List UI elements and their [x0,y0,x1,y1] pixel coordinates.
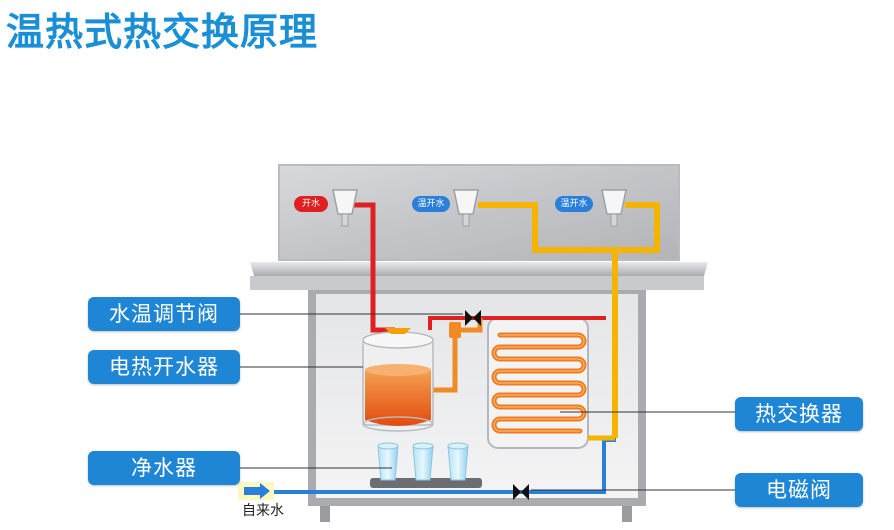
solenoid-valve-symbol [513,484,529,500]
drip-shelf [250,262,708,276]
label-boiler: 电热开水器 [88,350,240,384]
cabinet-leg-left [320,500,330,522]
tap-tag-warm-2: 温开水 [555,196,593,212]
label-purifier: 净水器 [88,451,240,485]
label-solenoid-valve: 电磁阀 [735,473,863,507]
inlet-label: 自来水 [242,503,284,519]
water-purifier [370,442,482,488]
page-title: 温热式热交换原理 [6,10,319,54]
tap-tag-hot: 开水 [294,196,328,212]
warm-water-pipe [478,202,618,438]
temp-valve-symbol [465,310,481,326]
tap-tag-warm-1: 温开水 [412,196,450,212]
electric-boiler [362,328,434,432]
inlet-arrow-icon [238,482,274,500]
faucet-hot [332,189,358,227]
cabinet-leg-right [622,500,632,522]
faucet-warm-1 [453,189,479,227]
faucet-warm-2 [601,189,627,227]
label-temp-valve: 水温调节阀 [88,297,240,331]
hot-water-pipe [345,202,395,333]
label-heat-exchanger: 热交换器 [735,397,863,431]
